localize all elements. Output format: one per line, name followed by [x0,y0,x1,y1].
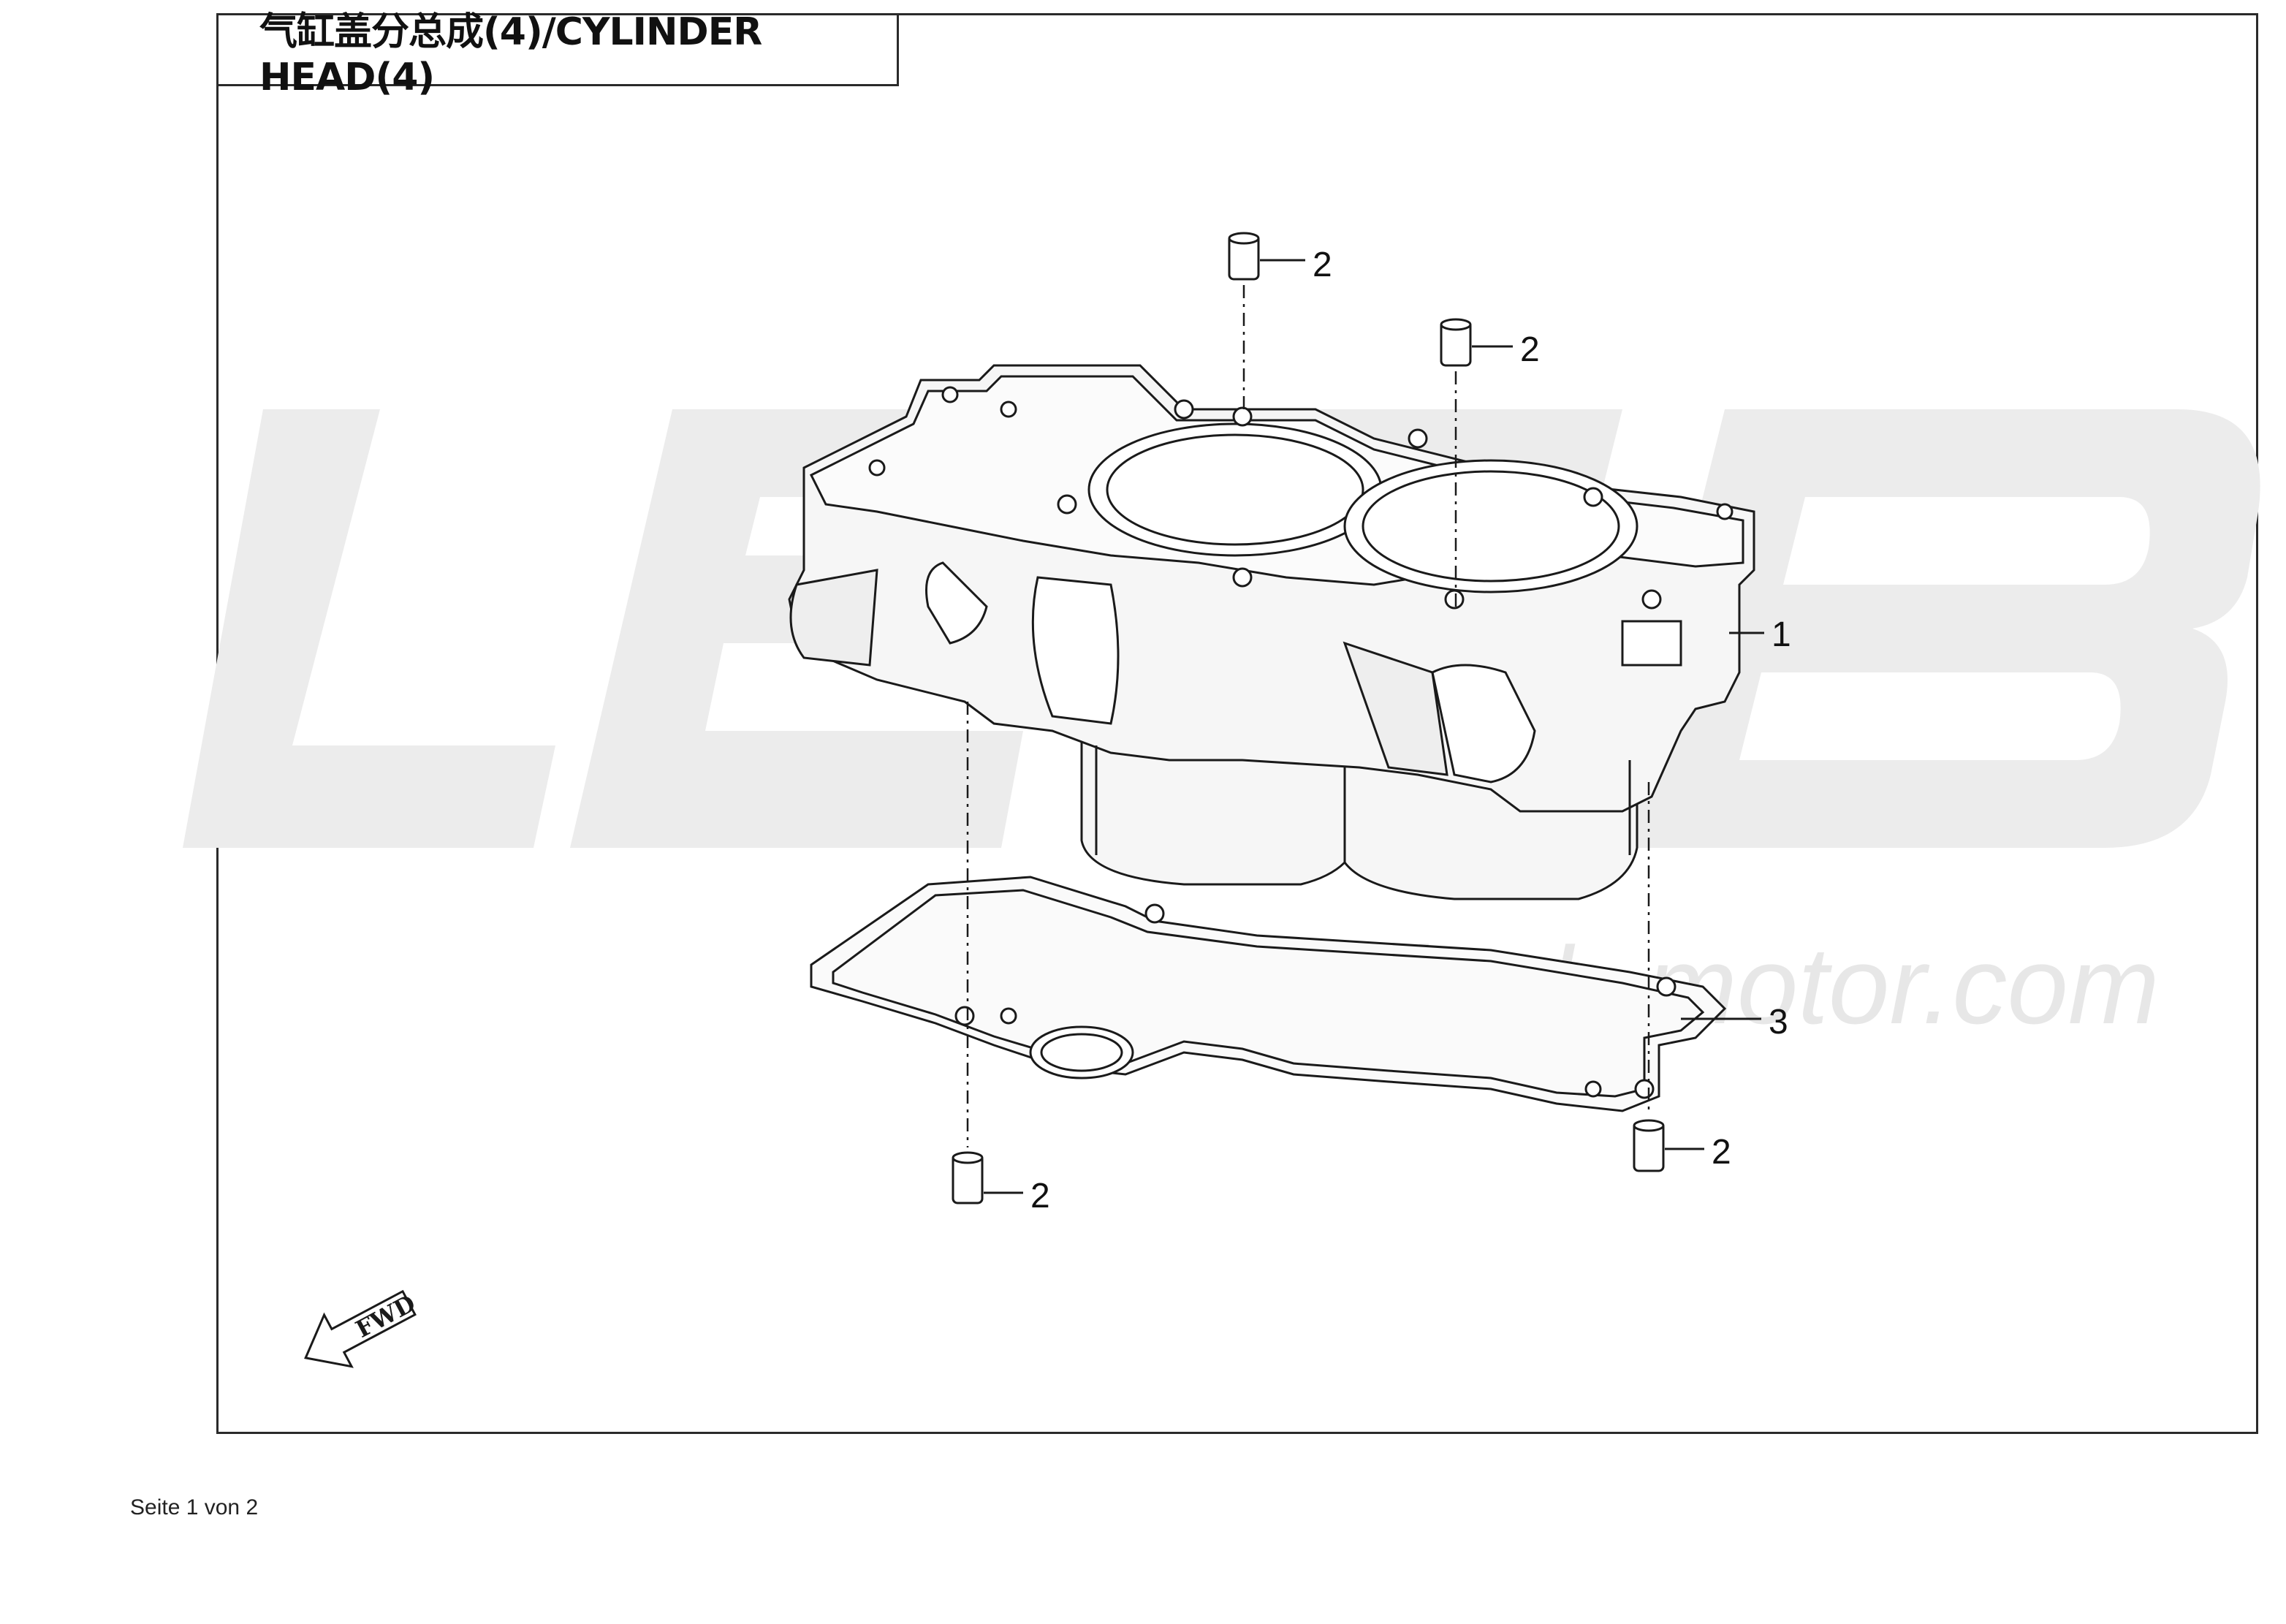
callout-3: 3 [1769,1003,1788,1041]
dowel-pin-bottom-right [1633,1119,1665,1172]
page-footer: Seite 1 von 2 [130,1495,259,1519]
callout-2-top-left: 2 [1313,246,1332,284]
dowel-pin-bottom-left [952,1151,984,1204]
callout-1: 1 [1772,615,1791,654]
assembly-lines [966,285,1650,1147]
cylinder-block [788,364,1755,900]
leader-lines [984,259,1764,1194]
callout-2-top-right: 2 [1520,330,1540,369]
fwd-label: FWD [351,1289,419,1343]
callout-2-bottom-left: 2 [1030,1177,1050,1215]
dowel-pins [952,232,1665,1204]
head-gasket [810,876,1727,1112]
dowel-pin-top-right [1440,318,1472,367]
dowel-pin-top-left [1228,232,1260,281]
fwd-arrow-icon: FWD [304,1289,420,1368]
callout-2-bottom-right: 2 [1712,1133,1731,1172]
